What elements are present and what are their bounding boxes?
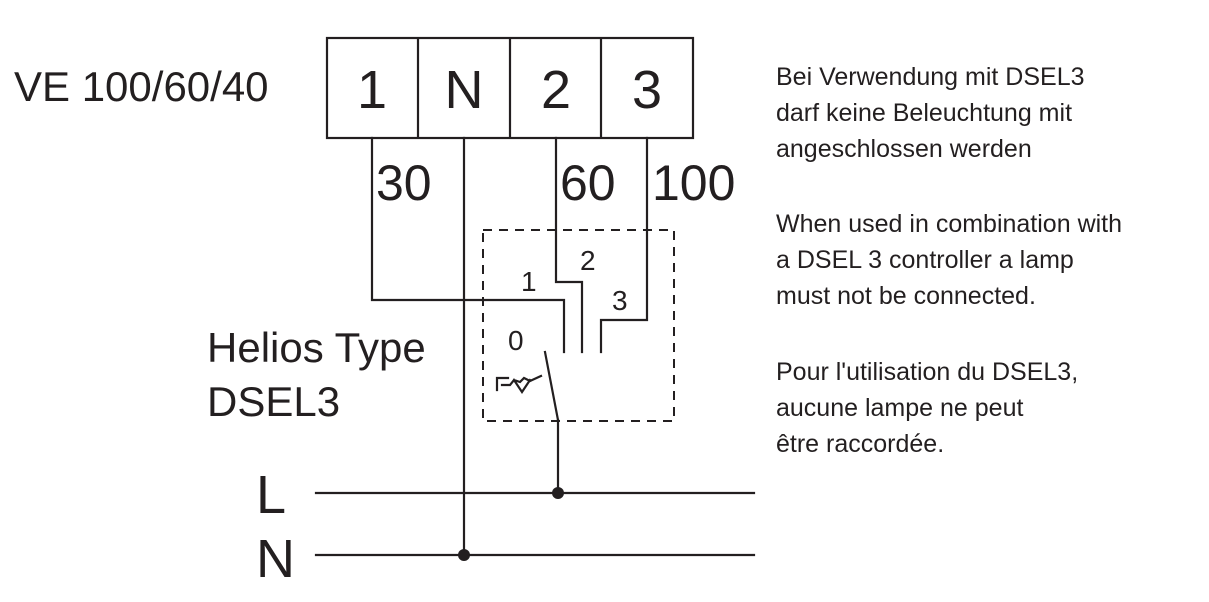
switch-type-label-line1: Helios Type xyxy=(207,324,426,371)
switch-type-label-line2: DSEL3 xyxy=(207,378,340,425)
wire-terminal-1 xyxy=(370,136,566,354)
supply-label-n: N xyxy=(256,529,295,589)
dsel3-switch: 0 1 2 3 xyxy=(482,229,675,422)
switch-position-0: 0 xyxy=(508,325,524,356)
switch-position-1: 1 xyxy=(521,266,537,297)
speed-label-60: 60 xyxy=(560,155,616,211)
terminal-2-label: 2 xyxy=(541,60,571,120)
terminal-3-label: 3 xyxy=(632,60,662,120)
wires xyxy=(314,136,756,561)
model-label: VE 100/60/40 xyxy=(14,63,269,110)
terminal-block: 1 N 2 3 xyxy=(325,36,695,140)
speed-label-100: 100 xyxy=(652,155,735,211)
switch-position-3: 3 xyxy=(612,285,628,316)
speed-label-30: 30 xyxy=(376,155,432,211)
note-german: Bei Verwendung mit DSEL3 darf keine Bele… xyxy=(776,63,1085,163)
junction-n xyxy=(458,549,470,561)
switch-actuator-symbol xyxy=(495,374,543,394)
note-english: When used in combination with a DSEL 3 c… xyxy=(776,210,1123,310)
terminal-n-label: N xyxy=(445,60,484,120)
switch-blade xyxy=(543,350,560,422)
switch-position-2: 2 xyxy=(580,245,596,276)
note-french: Pour l'utilisation du DSEL3, aucune lamp… xyxy=(776,358,1079,458)
junction-l xyxy=(552,487,564,499)
terminal-1-label: 1 xyxy=(357,60,387,120)
wire-terminal-2 xyxy=(554,136,584,354)
supply-label-l: L xyxy=(256,465,286,525)
